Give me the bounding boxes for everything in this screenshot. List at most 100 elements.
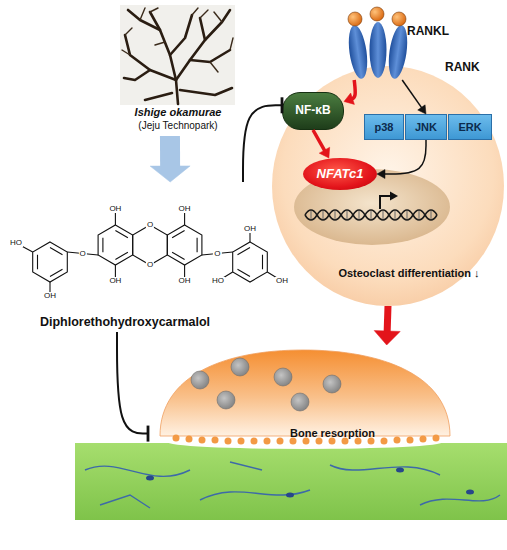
atom-label: O [146,221,154,229]
atom-label: OH [43,292,57,300]
seaweed-photo [176,10,230,80]
connector [150,136,190,182]
bone-matrix [85,462,500,508]
node-text: (Jeju Technopark) [118,120,238,131]
node-text: ERK [449,115,491,139]
seaweed-photo [200,18,205,40]
atom-label: OH [108,205,122,213]
chemical-structure [172,231,197,260]
atom-label: O [79,250,87,258]
bone-matrix [230,462,262,470]
seaweed-photo [230,38,233,50]
bone-matrix [396,468,404,473]
seaweed-photo [180,88,232,95]
seaweed-photo [120,5,235,105]
connector [117,332,148,442]
chemical-structure [16,209,282,296]
compound-panel: Diphlorethohydroxycarmalol [5,182,285,332]
seaweed-photo [200,10,208,18]
chemical-structure [115,209,184,281]
rank-receptor [370,7,384,21]
osteoclast-cell [186,436,193,443]
seaweed-photo [125,35,176,80]
osteoclast-cell [173,435,180,442]
seaweed-photo [150,8,158,12]
osteoclast-cell [238,438,245,445]
outcome-arrow [384,306,392,333]
node-text: NFATc1 [303,158,377,190]
osteoclast-cell [251,438,258,445]
atom-label: OH [243,225,257,233]
process-arrow [160,136,180,168]
chemical-structure [16,229,282,296]
seaweed-photo [124,70,150,80]
bone-matrix [146,468,474,498]
osteoclast-cell [277,438,284,445]
node-text: Diphlorethohydroxycarmalol [5,316,245,330]
osteoclast-cell [191,371,209,389]
mapk-box: JNK [405,114,447,140]
chemical-structure [103,231,128,260]
osteoclast-cell [191,358,341,411]
seaweed-photo [170,15,192,55]
osteoclast-precursor: Osteoclast differentiation ↓ NF-κB p38JNKE… [272,66,504,306]
seaweed-photo [145,93,172,100]
node-text: NF-κB [283,93,343,129]
osteoclast-cell [199,437,206,444]
atom-label: OH [108,277,122,285]
bone-matrix [420,495,500,505]
chemical-structure [98,225,133,265]
node-text: RANKL [407,25,449,38]
seaweed-photo [190,50,230,62]
osteoclast-cell [217,391,235,409]
chemical-structure [33,242,68,282]
atom-label: OH [178,277,192,285]
rank-receptor [392,12,406,26]
chemical-structure [233,242,268,282]
bone-matrix [466,490,474,495]
bone-matrix [75,443,507,520]
nfatc1-oval: NFATc1 [303,158,377,190]
osteoclast-cell [225,438,232,445]
photo-panel: Ishige okamurae (Jeju Technopark) [118,4,238,136]
seaweed-photo [214,12,222,22]
atom-label: OH [275,277,289,285]
node-text: RANK [445,61,480,74]
atom-label: O [146,261,154,269]
osteoclast-cell [274,368,292,386]
atom-label: O [213,250,221,258]
inhibition-line [117,332,148,434]
bone-matrix [100,495,150,508]
osteoclast-cell [160,350,450,449]
osteoclast-cell [381,438,388,445]
arrow-head [150,166,190,182]
chemical-structure [167,225,202,265]
osteoclast-cell [433,435,440,442]
nfkb-box: NF-κB [282,92,344,130]
atom-label: OH [178,205,192,213]
osteoclast-cell [291,393,309,411]
node-text: Ishige okamurae [118,106,238,118]
node-text: JNK [406,115,446,139]
seaweed-photo [192,8,198,15]
node-text: Osteoclast differentiation ↓ [334,267,484,279]
seaweed-photo [155,42,165,45]
bone-matrix [286,493,294,498]
chemical-structure [38,248,63,277]
bone-matrix [146,476,154,481]
osteoclast-cell [394,437,401,444]
node-text: Bone resorption [290,427,400,439]
seaweed-photo [120,5,235,105]
arrow-head [147,426,150,442]
chemical-structure [238,248,263,277]
chemical-structure [133,225,168,265]
mapk-box: p38 [364,114,404,140]
seaweed-photo [122,50,130,55]
osteoclast-cell [231,358,249,376]
rank-receptor [348,12,362,26]
osteoclast-cell [160,350,450,436]
osteoclast-cell [323,375,341,393]
connector [374,306,400,345]
seaweed-photo [140,8,145,20]
